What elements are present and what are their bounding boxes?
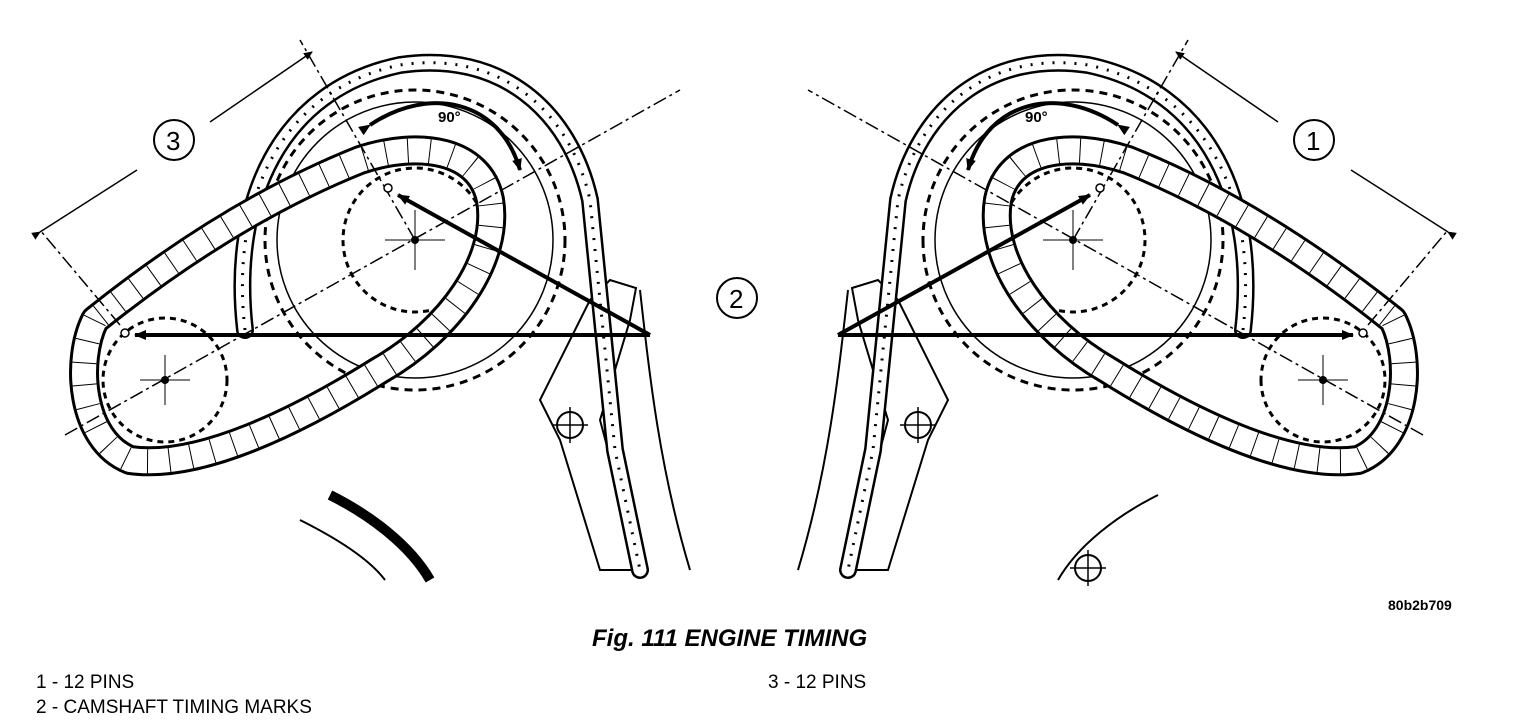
legend-right: 3 - 12 PINS	[768, 670, 866, 695]
callout-3-circle	[153, 119, 195, 161]
callout-2-label: 2	[729, 284, 743, 314]
right-angle-label: 90°	[1025, 109, 1048, 126]
legend-item-2: 2 - CAMSHAFT TIMING MARKS	[36, 697, 312, 718]
left-timing-arrow-upper	[397, 193, 651, 337]
left-large-sprocket	[263, 88, 567, 392]
engine-timing-diagram: 90° 3 2	[31, 39, 1457, 586]
legend-left: 1 - 12 PINS 2 - CAMSHAFT TIMING MARKS	[36, 670, 312, 720]
left-block-arc	[327, 490, 435, 583]
callout-2-circle	[716, 277, 758, 319]
figure-title: Fig. 111 ENGINE TIMING	[592, 625, 868, 652]
legend-item-3: 3 - 12 PINS	[768, 672, 867, 693]
left-angle-label: 90°	[438, 109, 461, 126]
callout-3-label: 3	[166, 126, 180, 156]
left-cam-sprocket	[101, 316, 229, 444]
left-bank-assembly: 90° 3	[31, 39, 691, 583]
right-bank-assembly	[797, 39, 1457, 586]
legend-item-1: 1 - 12 PINS	[36, 672, 135, 693]
callout-1-label: 1	[1306, 126, 1320, 156]
image-code: 80b2b709	[1388, 597, 1452, 613]
